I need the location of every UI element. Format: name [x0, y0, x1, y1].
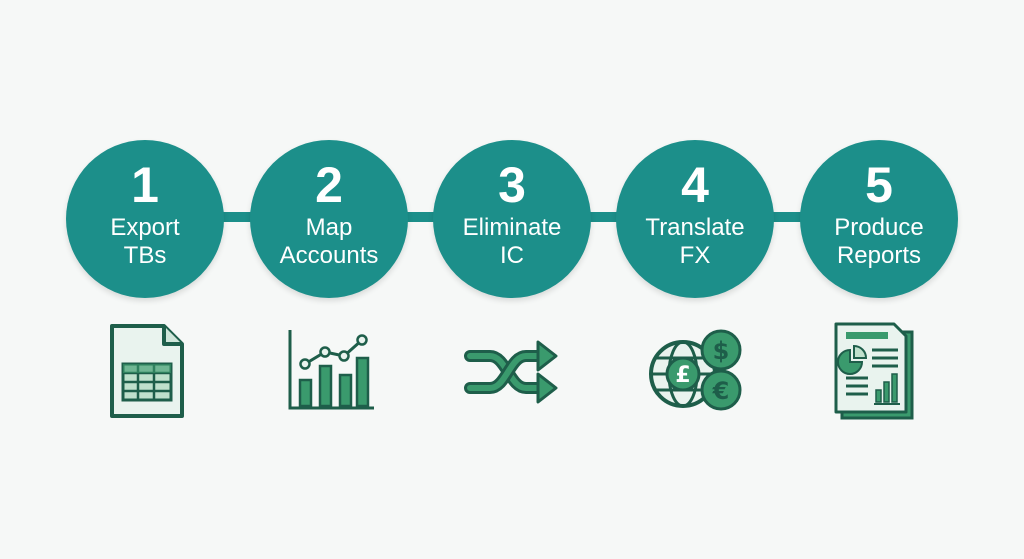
step-label-line1: Produce	[834, 214, 924, 241]
pound-symbol: £	[675, 363, 690, 388]
step-1-circle: 1 Export TBs	[66, 140, 224, 298]
step-label-line2: Reports	[836, 242, 922, 269]
globe-currency-icon: £ $ €	[643, 318, 751, 426]
step-2-circle: 2 Map Accounts	[250, 140, 408, 298]
euro-symbol: €	[712, 377, 730, 405]
bar-line-chart-icon	[278, 318, 386, 426]
step-label-line2: IC	[500, 242, 524, 269]
spreadsheet-icon	[92, 318, 200, 426]
step-number: 5	[865, 157, 893, 213]
step-number: 1	[131, 157, 159, 213]
step-label-line2: TBs	[123, 242, 167, 269]
step-label-line1: Translate	[645, 214, 745, 241]
dollar-symbol: $	[713, 337, 730, 365]
step-label-line1: Export	[110, 214, 180, 241]
step-3-circle: 3 Eliminate IC	[433, 140, 591, 298]
step-4-circle: 4 Translate FX	[616, 140, 774, 298]
step-number: 2	[315, 157, 343, 213]
step-label-line2: Accounts	[279, 242, 379, 269]
step-label-line1: Map	[305, 214, 353, 241]
report-documents-icon	[824, 318, 932, 426]
step-number: 4	[681, 157, 709, 213]
step-label-line1: Eliminate	[462, 214, 562, 241]
step-number: 3	[498, 157, 526, 213]
step-label-line2: FX	[679, 242, 711, 269]
step-5-circle: 5 Produce Reports	[800, 140, 958, 298]
shuffle-arrows-icon	[458, 318, 566, 426]
